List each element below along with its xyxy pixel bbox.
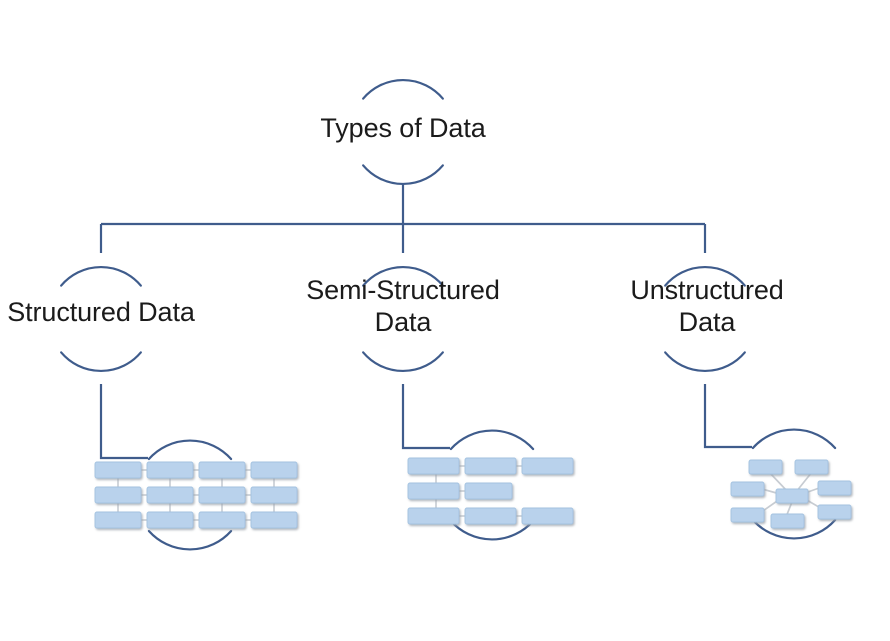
grid-cell <box>146 461 194 479</box>
semi-arc-bottom <box>362 351 444 373</box>
structured-arc-top <box>60 265 142 287</box>
network-node <box>730 481 765 497</box>
grid-cell <box>94 486 142 504</box>
hub-spoke-network-icon-arcs <box>751 428 837 540</box>
unstructured-icon-arc-top <box>751 428 837 450</box>
grid-cell <box>407 482 460 500</box>
grid-cell <box>198 511 246 529</box>
grid-cell <box>198 461 246 479</box>
node-root-shape[interactable] <box>362 78 444 186</box>
grid-cell <box>407 507 460 525</box>
grid-cell <box>94 511 142 529</box>
network-node <box>817 504 852 520</box>
elbow-structured-to-icon <box>99 384 148 460</box>
structured-icon-arc-top <box>147 439 233 461</box>
network-node <box>770 513 805 529</box>
semi-icon-arc-top <box>449 429 535 451</box>
grid-cell <box>250 461 298 479</box>
semi-icon-arc-bottom <box>449 519 535 541</box>
icon-unstructured-data[interactable] <box>730 428 852 540</box>
network-node <box>730 507 765 523</box>
structured-arc-bottom <box>60 351 142 373</box>
icon-structured-data[interactable] <box>94 439 298 551</box>
irregular-grid-icon-arcs <box>449 429 535 541</box>
structured-icon-blocks <box>94 461 298 529</box>
icon-semi-structured-data[interactable] <box>407 429 574 541</box>
table-grid-icon-arcs <box>147 439 233 551</box>
unstructured-icon-arc-bottom <box>751 518 837 540</box>
grid-cell <box>464 482 513 500</box>
unstructured-arc-bottom <box>664 351 746 373</box>
semi-arc-top <box>362 265 444 287</box>
semi-icon-blocks <box>407 457 574 525</box>
grid-cell <box>250 486 298 504</box>
tree-connectors <box>99 184 707 253</box>
grid-cell <box>146 486 194 504</box>
root-arc-top <box>362 78 444 100</box>
grid-cell <box>521 457 574 475</box>
root-arc-bottom <box>362 164 444 186</box>
structured-icon-arc-bottom <box>147 529 233 551</box>
grid-cell <box>464 507 517 525</box>
grid-cell <box>521 507 574 525</box>
grid-cell <box>407 457 460 475</box>
grid-cell <box>250 511 298 529</box>
grid-cell <box>146 511 194 529</box>
icon-elbow-connectors <box>99 384 752 460</box>
elbow-semi-to-icon <box>401 384 450 450</box>
network-node <box>817 480 852 496</box>
unstructured-icon-blocks <box>730 459 852 529</box>
node-semi-structured-shape[interactable] <box>362 265 444 373</box>
grid-cell <box>464 457 517 475</box>
node-unstructured-shape[interactable] <box>664 265 746 373</box>
network-node <box>794 459 829 475</box>
node-structured-shape[interactable] <box>60 265 142 373</box>
network-node <box>748 459 783 475</box>
grid-cell <box>94 461 142 479</box>
network-node-hub <box>775 488 809 504</box>
grid-cell <box>198 486 246 504</box>
unstructured-arc-top <box>664 265 746 287</box>
elbow-unstructured-to-icon <box>703 384 752 449</box>
